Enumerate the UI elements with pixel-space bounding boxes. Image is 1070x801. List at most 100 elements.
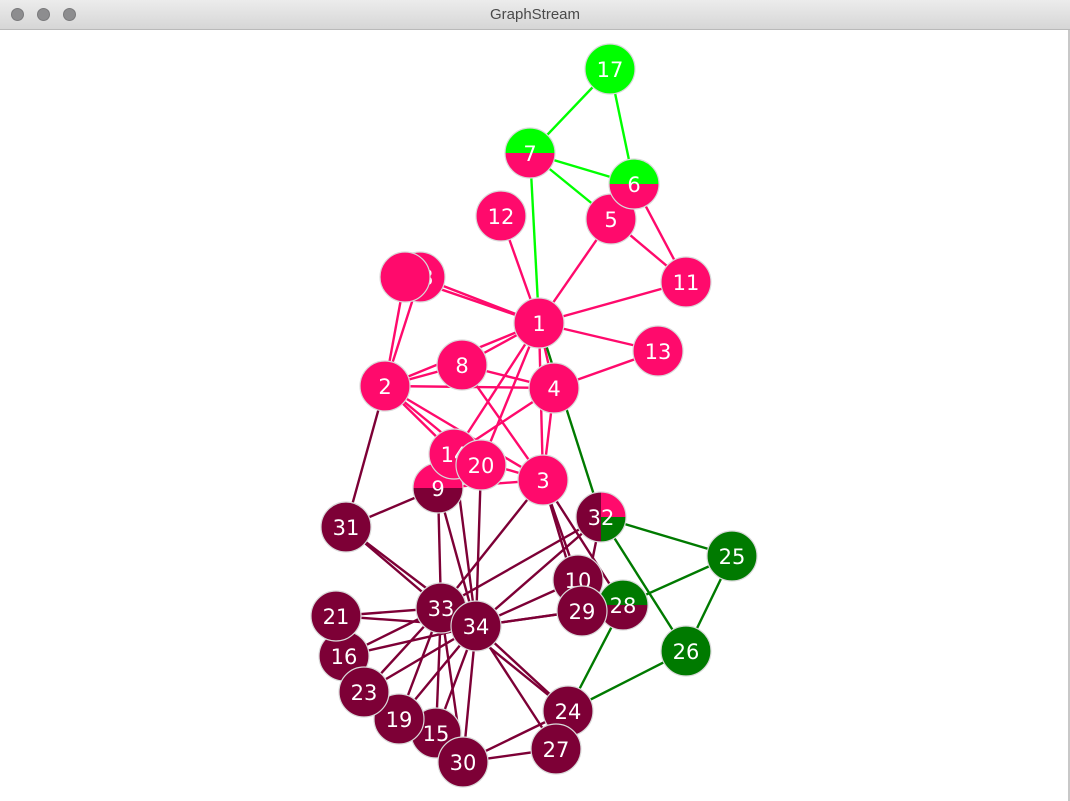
node-6-label: 6: [627, 173, 640, 197]
node-34-border: [450, 600, 502, 652]
edge-20-34: [474, 464, 483, 627]
node-26-border: [660, 625, 712, 677]
node-19-border: [373, 693, 425, 745]
node-20[interactable]: 20: [455, 439, 507, 491]
graph-view[interactable]: 1234567891011121314151617181920212324252…: [0, 30, 1070, 801]
graph-canvas[interactable]: 1234567891011121314151617181920212324252…: [0, 30, 1070, 801]
node-32-border: [575, 491, 627, 543]
node-11[interactable]: 11: [660, 256, 712, 308]
node-13-circle: [633, 326, 683, 376]
edge-32-34: [475, 516, 602, 627]
node-9-bottom-half: [413, 488, 463, 513]
node-31[interactable]: 31: [320, 501, 372, 553]
nodes-layer: 1234567891011121314151617181920212324252…: [310, 43, 758, 788]
node-32-label: 32: [588, 506, 615, 530]
node-3-border: [517, 454, 569, 506]
node-3-circle: [518, 455, 568, 505]
node-19[interactable]: 19: [373, 693, 425, 745]
node-12-label: 12: [488, 205, 515, 229]
node-2-label: 2: [378, 375, 391, 399]
node-1[interactable]: 1: [513, 297, 565, 349]
node-17-label: 17: [597, 58, 624, 82]
node-12-border: [475, 190, 527, 242]
node-13-label: 13: [645, 340, 672, 364]
minimize-window-button[interactable]: [37, 8, 50, 21]
window-right-border: [1068, 30, 1070, 801]
node-17-circle: [585, 44, 635, 94]
node-23[interactable]: 23: [338, 666, 390, 718]
node-26-label: 26: [673, 640, 700, 664]
node-22-border: [379, 251, 431, 303]
node-23-label: 23: [351, 681, 378, 705]
node-17[interactable]: 17: [584, 43, 636, 95]
node-2-circle: [360, 361, 410, 411]
node-31-border: [320, 501, 372, 553]
node-12[interactable]: 12: [475, 190, 527, 242]
node-19-circle: [374, 694, 424, 744]
node-34-label: 34: [463, 615, 490, 639]
node-8[interactable]: 8: [436, 339, 488, 391]
node-32[interactable]: 32: [575, 491, 627, 543]
node-25-circle: [707, 531, 757, 581]
node-6-bottom-half: [609, 184, 659, 209]
edge-1-32: [537, 322, 603, 518]
node-6[interactable]: 6: [608, 158, 660, 210]
zoom-window-button[interactable]: [63, 8, 76, 21]
node-21[interactable]: 21: [310, 590, 362, 642]
node-20-label: 20: [468, 454, 495, 478]
node-31-label: 31: [333, 516, 360, 540]
node-26[interactable]: 26: [660, 625, 712, 677]
node-3-label: 3: [536, 469, 549, 493]
node-8-label: 8: [455, 354, 468, 378]
node-3[interactable]: 3: [517, 454, 569, 506]
node-30-label: 30: [450, 751, 477, 775]
node-21-circle: [311, 591, 361, 641]
node-19-label: 19: [386, 708, 413, 732]
node-30-border: [437, 736, 489, 788]
node-26-circle: [661, 626, 711, 676]
node-20-border: [455, 439, 507, 491]
node-8-circle: [437, 340, 487, 390]
node-29[interactable]: 29: [556, 585, 608, 637]
node-22[interactable]: [379, 251, 431, 303]
node-1-circle: [514, 298, 564, 348]
node-24-label: 24: [555, 700, 582, 724]
edge-32-33: [440, 515, 602, 610]
node-7-bottom-half: [505, 153, 555, 178]
node-30[interactable]: 30: [437, 736, 489, 788]
node-32-segment-3: [576, 492, 601, 517]
edge-3-33: [440, 479, 544, 609]
node-12-circle: [476, 191, 526, 241]
node-25-label: 25: [719, 545, 746, 569]
node-29-circle: [557, 586, 607, 636]
node-2[interactable]: 2: [359, 360, 411, 412]
node-7-label: 7: [523, 142, 536, 166]
node-28[interactable]: 28: [597, 579, 649, 631]
node-32-segment-1: [601, 517, 626, 542]
node-34[interactable]: 34: [450, 600, 502, 652]
node-30-circle: [438, 737, 488, 787]
node-2-border: [359, 360, 411, 412]
node-29-border: [556, 585, 608, 637]
node-7[interactable]: 7: [504, 127, 556, 179]
node-13[interactable]: 13: [632, 325, 684, 377]
node-27[interactable]: 27: [530, 723, 582, 775]
node-5-label: 5: [604, 208, 617, 232]
node-1-label: 1: [532, 312, 545, 336]
node-27-circle: [531, 724, 581, 774]
node-6-border: [608, 158, 660, 210]
node-13-border: [632, 325, 684, 377]
node-7-border: [504, 127, 556, 179]
node-27-label: 27: [543, 738, 570, 762]
node-4-border: [528, 362, 580, 414]
node-21-border: [310, 590, 362, 642]
node-4[interactable]: 4: [528, 362, 580, 414]
node-21-label: 21: [323, 605, 350, 629]
node-32-segment-2: [576, 517, 601, 542]
node-25[interactable]: 25: [706, 530, 758, 582]
close-window-button[interactable]: [11, 8, 24, 21]
node-23-border: [338, 666, 390, 718]
node-28-bottom-half: [598, 605, 648, 630]
node-17-border: [584, 43, 636, 95]
